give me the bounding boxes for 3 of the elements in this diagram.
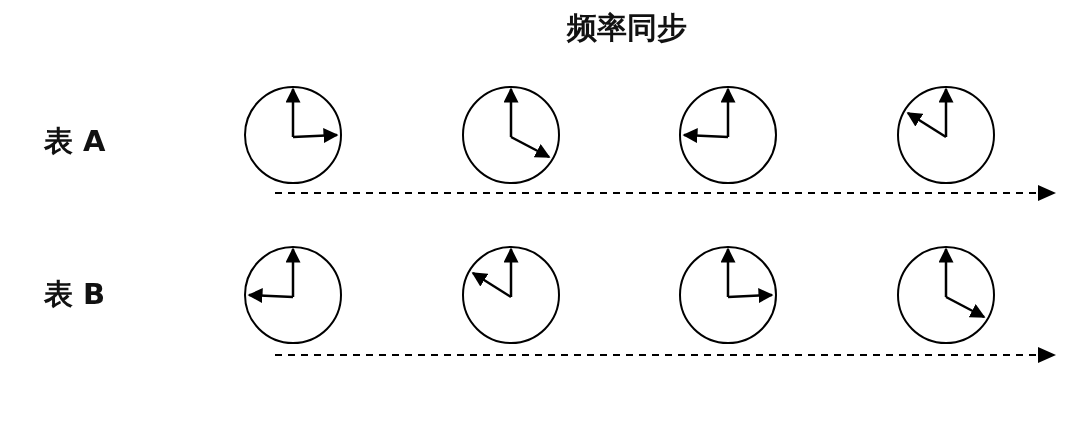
title: 频率同步: [565, 9, 688, 47]
row-label: 表 A: [44, 123, 106, 160]
row-label: 表 B: [44, 276, 106, 313]
